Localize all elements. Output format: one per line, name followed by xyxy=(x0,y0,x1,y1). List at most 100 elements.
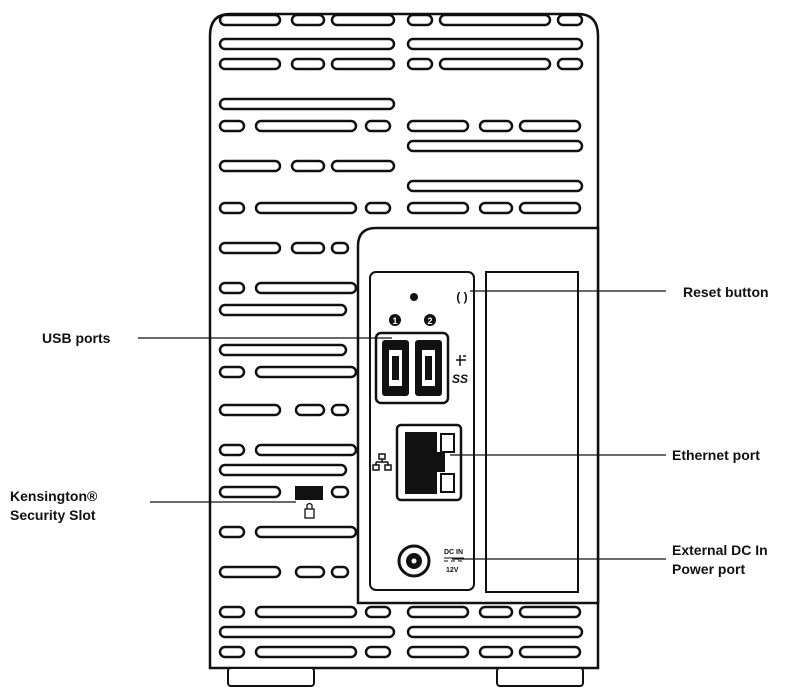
vent-slot xyxy=(218,13,282,27)
vent-slot xyxy=(294,403,326,417)
vent-slot xyxy=(290,57,326,71)
vent-slot xyxy=(406,57,434,71)
vent-slot xyxy=(518,605,582,619)
vent-slot xyxy=(406,179,584,193)
vent-slot xyxy=(218,37,396,51)
vent-slot xyxy=(254,365,358,379)
ethernet-port[interactable] xyxy=(405,432,437,494)
usb-port-2-number: 2 xyxy=(427,316,432,326)
vent-slot xyxy=(218,485,282,499)
ethernet-led-bottom xyxy=(440,473,455,493)
vent-slot xyxy=(478,119,514,133)
vent-slot xyxy=(518,645,582,659)
label-panel xyxy=(485,271,579,593)
reset-button-text: Reset button xyxy=(683,284,769,300)
usb-ports-label: USB ports xyxy=(42,329,110,348)
vent-slot xyxy=(330,13,396,27)
vent-slot xyxy=(218,525,246,539)
vent-slot xyxy=(438,57,552,71)
dc-label-line2: Power port xyxy=(672,561,746,577)
reset-led xyxy=(410,293,418,301)
vent-slot xyxy=(294,565,326,579)
vent-slot xyxy=(406,37,584,51)
vent-slot xyxy=(218,365,246,379)
vent-slot xyxy=(330,241,350,255)
vent-slot xyxy=(254,443,358,457)
vent-slot xyxy=(254,281,358,295)
dc-in-label: DC IN xyxy=(444,549,463,556)
foot-left xyxy=(227,667,315,687)
vent-slot xyxy=(218,403,282,417)
dc-label-line1: External DC In xyxy=(672,542,768,558)
vent-slot xyxy=(330,159,396,173)
vent-slot xyxy=(290,159,326,173)
ethernet-port-label: Ethernet port xyxy=(672,446,760,465)
vent-slot xyxy=(254,201,358,215)
vent-slot xyxy=(406,13,434,27)
kensington-label-line2: Security Slot xyxy=(10,507,96,523)
reset-button-icon[interactable]: ( ) xyxy=(456,290,467,304)
vent-slot xyxy=(364,201,392,215)
kensington-slot-label: Kensington® Security Slot xyxy=(10,487,97,525)
usb-trident-icon xyxy=(456,355,466,366)
vent-slot xyxy=(406,645,470,659)
ethernet-port-text: Ethernet port xyxy=(672,447,760,463)
vent-slot xyxy=(438,13,552,27)
vent-slot xyxy=(330,403,350,417)
vent-slot xyxy=(218,119,246,133)
vent-slot xyxy=(518,201,582,215)
vent-slot xyxy=(364,119,392,133)
lock-icon xyxy=(304,502,315,519)
vent-slot xyxy=(218,57,282,71)
vent-slot xyxy=(218,159,282,173)
vent-slot xyxy=(218,281,246,295)
vent-slot xyxy=(218,625,396,639)
vent-slot xyxy=(556,57,584,71)
vent-slot xyxy=(406,119,470,133)
vent-slot xyxy=(406,605,470,619)
vent-slot xyxy=(218,303,348,317)
foot-right xyxy=(496,667,584,687)
vent-slot xyxy=(518,119,582,133)
usb-port-1-marker xyxy=(389,314,401,326)
vent-slot xyxy=(330,565,350,579)
kensington-slot[interactable] xyxy=(295,486,323,500)
vent-slot xyxy=(218,343,348,357)
vent-slot xyxy=(406,201,470,215)
dc-power-port-label: External DC In Power port xyxy=(672,541,768,579)
vent-slot xyxy=(218,463,348,477)
ethernet-led-top xyxy=(440,433,455,453)
vent-slot xyxy=(290,13,326,27)
vent-slot xyxy=(254,605,358,619)
vent-slot xyxy=(254,525,358,539)
vent-slot xyxy=(478,605,514,619)
vent-slot xyxy=(218,645,246,659)
vent-slot xyxy=(218,241,282,255)
vent-slot xyxy=(556,13,584,27)
vent-slot xyxy=(218,201,246,215)
vent-slot xyxy=(218,605,246,619)
usb-port-1-number: 1 xyxy=(392,316,397,326)
kensington-label-line1: Kensington® xyxy=(10,488,98,504)
usb-ports-text: USB ports xyxy=(42,330,111,346)
vent-slot xyxy=(406,139,584,153)
vent-slot xyxy=(218,565,282,579)
vent-slot xyxy=(364,645,392,659)
vent-slot xyxy=(364,605,392,619)
usb-port-2-marker xyxy=(424,314,436,326)
vent-slot xyxy=(254,645,358,659)
vent-slot xyxy=(330,485,350,499)
vent-slot xyxy=(330,57,396,71)
vent-slot xyxy=(218,97,396,111)
voltage-label: 12V xyxy=(446,567,459,574)
network-icon xyxy=(372,453,392,471)
vent-slot xyxy=(218,443,246,457)
reset-button-label: Reset button xyxy=(683,283,769,302)
vent-slot xyxy=(478,201,514,215)
vent-slot xyxy=(478,645,514,659)
vent-slot xyxy=(290,241,326,255)
vent-slot xyxy=(406,625,584,639)
usb-superspeed-logo: SS xyxy=(452,372,468,386)
vent-slot xyxy=(254,119,358,133)
